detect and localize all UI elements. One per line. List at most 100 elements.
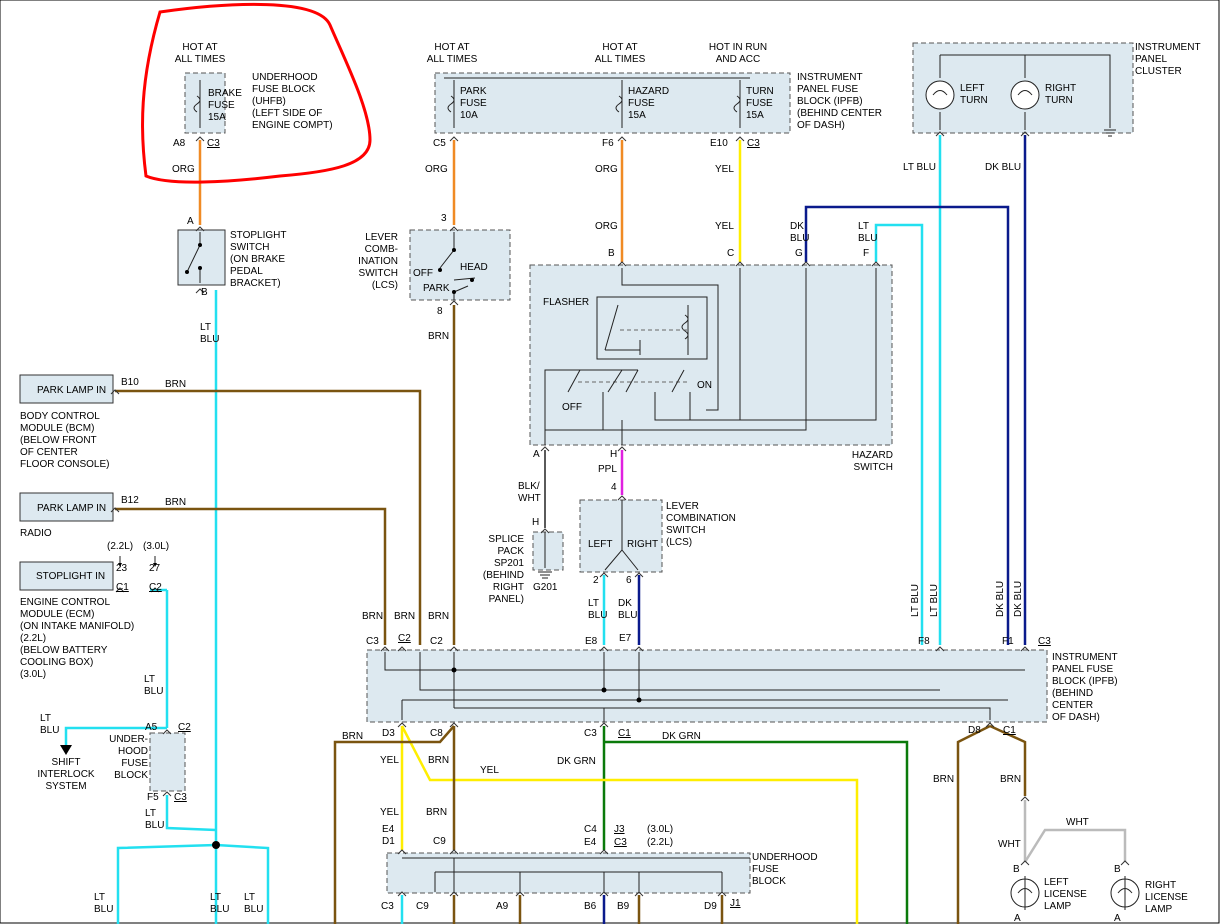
wire-yel-right bbox=[400, 725, 859, 924]
lcs-park-label: PARK bbox=[423, 283, 450, 294]
ipfb-mid-top-wire-0: BRN bbox=[362, 611, 383, 622]
ecm-c1: C1 bbox=[116, 582, 129, 593]
wire-label-dkgrn1: DK GRN bbox=[662, 731, 701, 742]
uhfb-bottom-box bbox=[386, 852, 751, 894]
connector-tick bbox=[617, 261, 627, 267]
uhfb-small-c3: C3 bbox=[174, 792, 187, 803]
ipfb-mid-top-pin-2: C2 bbox=[430, 636, 443, 647]
flasher-box bbox=[596, 296, 708, 360]
ipfb-mid-bot-pin-2: C3 bbox=[584, 728, 597, 739]
connector-tick bbox=[449, 722, 459, 728]
connector-tick bbox=[1020, 796, 1030, 802]
ipfb-mid-box bbox=[366, 649, 1048, 723]
connector-tick bbox=[150, 587, 160, 593]
junction-dot bbox=[601, 687, 607, 693]
uhfb-bottom-pin-0: C3 bbox=[381, 901, 394, 912]
connector-tick bbox=[935, 646, 945, 652]
hazard-wire-blkwht: BLK/WHT bbox=[518, 481, 541, 504]
fuse-lines bbox=[199, 80, 741, 128]
bcm-pin: B10 bbox=[121, 377, 139, 388]
wire-ltblu-shift bbox=[64, 726, 167, 745]
connector-tick bbox=[195, 136, 205, 142]
flasher-coil-icon bbox=[681, 314, 689, 340]
connector-tick bbox=[397, 849, 407, 855]
ipfb-pin-f6: F6 bbox=[602, 138, 614, 149]
hazard-pin-b: B bbox=[608, 248, 615, 259]
uhfb-bottom-pin-6: J1 bbox=[730, 898, 741, 909]
uhfb-small-f5: F5 bbox=[147, 792, 159, 803]
hazard-switch-internals bbox=[544, 268, 877, 445]
lcs-bottom-pin-6: 6 bbox=[626, 575, 632, 586]
connector-tick bbox=[599, 572, 609, 578]
left-turn-lamp-icon bbox=[925, 80, 955, 110]
shift-interlock-arrow-icon bbox=[60, 745, 72, 755]
ipfb-mid-top-pin-3: E8 bbox=[585, 636, 598, 647]
uhfb-bottom-pin-1: C9 bbox=[416, 901, 429, 912]
ecm-input-label: STOPLIGHT IN bbox=[36, 571, 105, 582]
ipfb-mid-top-wire-4: LT BLU bbox=[929, 584, 940, 617]
cluster-wire-lt: LT BLU bbox=[903, 162, 936, 173]
radio-input-box bbox=[19, 492, 114, 522]
wire-label-yel2: YEL bbox=[480, 765, 499, 776]
connector-tick bbox=[634, 646, 644, 652]
hazard-wire-ppl: PPL bbox=[598, 464, 617, 475]
ecm-pin27: 27 bbox=[149, 563, 161, 574]
ipfb-mid-top-wire-3: LT BLU bbox=[910, 584, 921, 617]
radio-wire: BRN bbox=[165, 497, 186, 508]
ecm-input-box bbox=[19, 561, 114, 591]
bcm-input-label: PARK LAMP IN bbox=[37, 385, 106, 396]
license-pin-a1: A bbox=[1014, 913, 1021, 924]
wire-label-brn3: BRN bbox=[933, 774, 954, 785]
wire-brn-license bbox=[989, 724, 1027, 796]
wire-label-brn2: BRN bbox=[428, 755, 449, 766]
license-pin-b1: B bbox=[1013, 864, 1020, 875]
stoplight-contact-dot bbox=[198, 243, 202, 247]
connector-tick bbox=[617, 446, 627, 452]
splice-ground: G201 bbox=[533, 582, 558, 593]
splice-pack-box bbox=[532, 531, 564, 571]
ipfb-wire-org1: ORG bbox=[425, 164, 448, 175]
ipfb-conn-c3: C3 bbox=[747, 138, 760, 149]
wire-brn-radio bbox=[115, 507, 387, 645]
ipfb-mid-top-pin-0: C3 bbox=[366, 636, 379, 647]
license-lamp-filaments bbox=[1017, 876, 1133, 910]
lcs-top-box bbox=[409, 229, 511, 301]
wire-ltblu-hazard-f bbox=[874, 223, 924, 645]
bcm-input-box bbox=[19, 374, 114, 404]
red-highlight-circle bbox=[141, 2, 372, 184]
uhfb-bottom-pin-5: D9 bbox=[704, 901, 717, 912]
uhfb-bottom-j3: J3 bbox=[614, 824, 625, 835]
connector-tick bbox=[540, 446, 550, 452]
uhfb-bottom-pin-2: A9 bbox=[496, 901, 509, 912]
lcs-top-dot bbox=[438, 268, 442, 272]
lcs-top-dot bbox=[470, 278, 474, 282]
connector-tick bbox=[449, 849, 459, 855]
ipfb-mid-bot-pin-0: D3 bbox=[382, 728, 395, 739]
hazard-pin-c: C bbox=[727, 248, 734, 259]
ipfb-pin-e10: E10 bbox=[710, 138, 728, 149]
connector-tick bbox=[717, 891, 727, 897]
uhfb-bottom-c3: C3 bbox=[614, 837, 627, 848]
license-pin-b2: B bbox=[1114, 864, 1121, 875]
connector-tick bbox=[449, 136, 459, 142]
stoplight-pin-b: B bbox=[201, 287, 208, 298]
uhfb-small-a5: A5 bbox=[145, 722, 158, 733]
radio-label: RADIO bbox=[20, 528, 52, 539]
connector-tick bbox=[617, 495, 627, 501]
ipfb-top-box bbox=[434, 72, 791, 134]
